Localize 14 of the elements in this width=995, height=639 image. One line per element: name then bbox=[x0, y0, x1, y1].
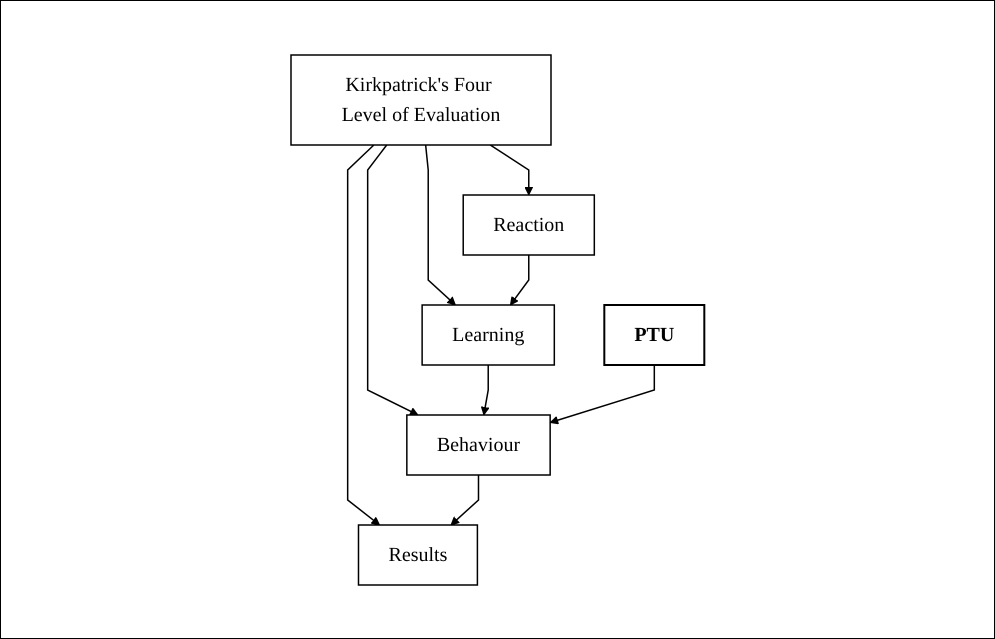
node-box: PTU bbox=[603, 304, 706, 366]
node-box: Behaviour bbox=[406, 414, 551, 476]
arrow bbox=[346, 144, 380, 525]
node-box: Learning bbox=[421, 304, 555, 366]
arrow bbox=[424, 144, 456, 305]
arrow bbox=[450, 474, 480, 525]
node-box: Results bbox=[358, 524, 478, 586]
arrow bbox=[490, 144, 533, 195]
node-box: Kirkpatrick's Four Level of Evaluation bbox=[290, 54, 552, 146]
arrow bbox=[480, 364, 490, 415]
arrow bbox=[550, 364, 655, 424]
node-box: Reaction bbox=[462, 194, 595, 256]
arrow bbox=[366, 144, 418, 415]
arrow bbox=[510, 254, 530, 305]
